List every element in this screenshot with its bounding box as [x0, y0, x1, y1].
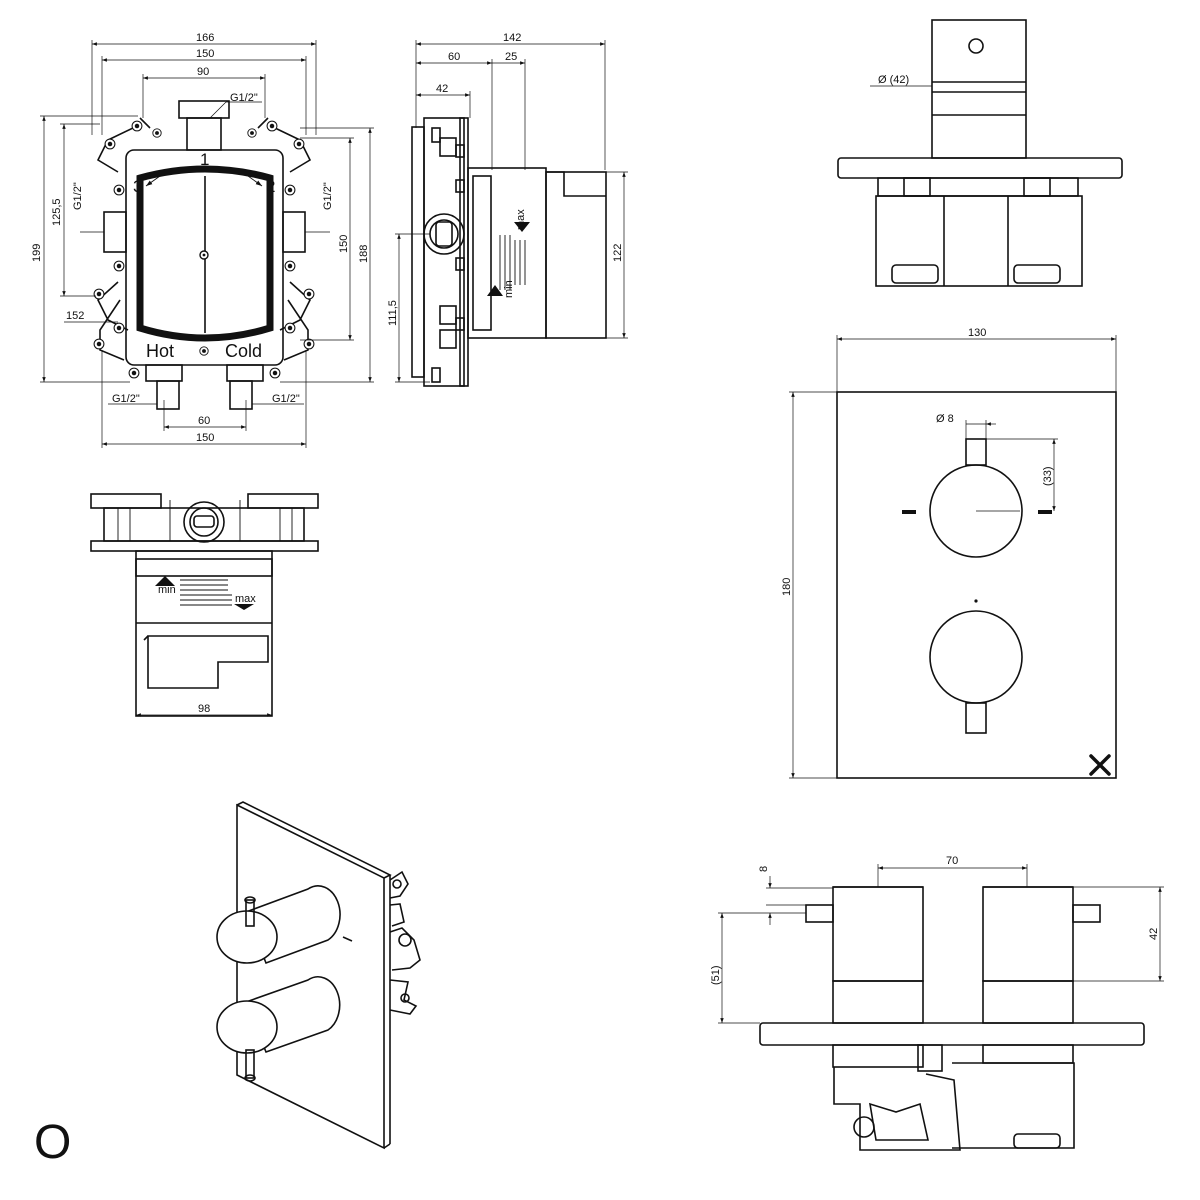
dim-height-42: 42: [1148, 928, 1160, 940]
dim-depth-42: 42: [436, 83, 448, 95]
port-number-1: 1: [200, 150, 209, 169]
port-number-2: 2: [266, 177, 275, 196]
hot-label: Hot: [146, 341, 174, 361]
dim-height-150: 150: [338, 235, 350, 253]
bottom-stamp-min: min: [158, 584, 176, 596]
dim-lever-length-33: (33): [1042, 466, 1054, 486]
thread-top: G1/2": [230, 92, 258, 104]
dim-height-188: 188: [358, 245, 370, 263]
thread-bottom-left: G1/2": [112, 393, 140, 405]
dim-bottom-150: 150: [196, 432, 214, 444]
box-side-view: min max 142 60 25 42 122 111,5: [387, 32, 628, 387]
dim-diag-152: 152: [66, 310, 84, 322]
dim-width-166: 166: [196, 32, 214, 44]
corner-mark: O: [34, 1116, 71, 1169]
box-bottom-view: min max 98: [90, 493, 319, 717]
thread-left: G1/2": [72, 182, 84, 210]
dim-depth-60: 60: [448, 51, 460, 63]
dim-height-111: 111,5: [387, 300, 399, 326]
mixer-top-view: Ø (42): [837, 19, 1123, 287]
dim-plate-height-180: 180: [781, 578, 793, 596]
dim-outlet-60: 60: [198, 415, 210, 427]
dim-lever-8: 8: [758, 866, 770, 872]
dim-knob-spacing-70: 70: [946, 855, 958, 867]
dim-depth-142: 142: [503, 32, 521, 44]
brand-cross-icon: [1089, 754, 1111, 776]
dim-diameter-42: Ø (42): [878, 74, 909, 86]
cold-label: Cold: [225, 341, 262, 361]
dim-span-90: 90: [197, 66, 209, 78]
dim-depth-25: 25: [505, 51, 517, 63]
dim-height-199: 199: [31, 244, 43, 262]
box-front-view: 1 3 2 Hot Cold 166 150 90 G1/2" 199: [31, 32, 374, 448]
isometric-view: [216, 801, 421, 1150]
cover-plate-front-view: 130 180 Ø 8 (33): [781, 327, 1117, 779]
bottom-stamp-max: max: [235, 593, 256, 605]
dim-height-125: 125,5: [51, 198, 63, 226]
side-stamp-min: min: [503, 280, 515, 298]
cover-plate-side-view: 70 8 (51) 42: [710, 855, 1164, 1151]
dim-lever-51: (51): [710, 965, 722, 985]
dim-plate-width-130: 130: [968, 327, 986, 339]
dim-width-98: 98: [198, 703, 210, 715]
dim-width-150: 150: [196, 48, 214, 60]
thread-bottom-right: G1/2": [272, 393, 300, 405]
port-number-3: 3: [133, 177, 142, 196]
thread-right: G1/2": [322, 182, 334, 210]
dim-lever-diameter-8: Ø 8: [936, 413, 954, 425]
dim-height-122: 122: [612, 244, 624, 262]
